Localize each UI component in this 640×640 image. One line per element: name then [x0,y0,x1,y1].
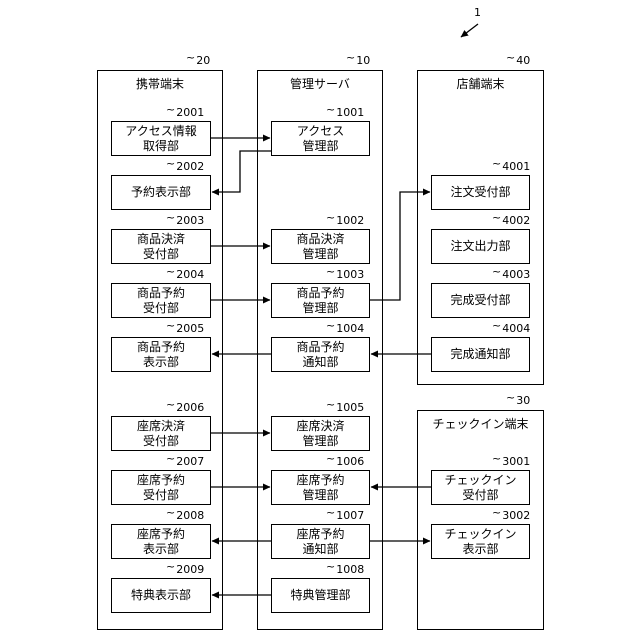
figure-ref-leader-arrow [461,24,478,37]
arrow-1003-to-4001 [370,192,430,300]
arrow-1001-to-2002 [212,151,271,192]
